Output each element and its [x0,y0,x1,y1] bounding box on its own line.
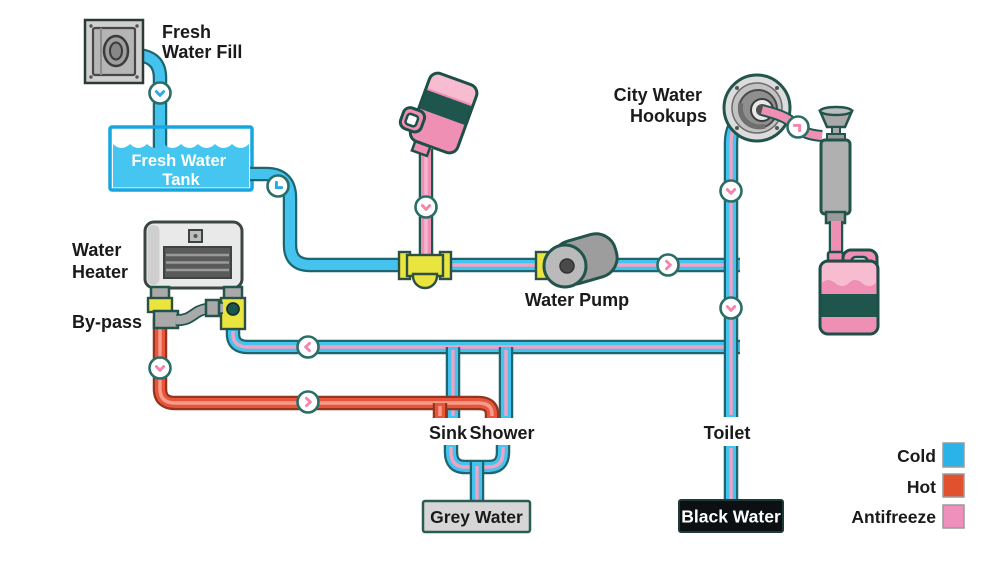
valve-pump-outlet [656,253,680,277]
bypass-valve-knob [226,302,240,316]
bypass-label: By-pass [72,312,142,332]
legend-antifreeze-swatch [942,504,965,529]
valve-city-upper [719,179,743,203]
legend-cold-label: Cold [897,446,936,466]
water-pump [534,232,619,289]
legend-cold-swatch [942,442,965,468]
legend: Cold Hot Antifreeze [851,442,965,529]
valve-fresh-fill [148,81,172,105]
valve-city-hose [786,115,810,139]
tank-water [113,144,249,188]
shower-drain-pipe [477,444,511,475]
valve-cold-return [296,335,320,359]
hot-line [152,318,500,422]
antifreeze-jug-top [398,71,479,158]
legend-hot-swatch [942,473,965,498]
antifreeze-jug-right [818,248,880,336]
sink-drain-pipe [443,444,477,475]
antifreeze-tee-fitting [397,250,453,290]
legend-hot-label: Hot [907,477,936,497]
city-water-inlet [722,73,792,143]
water-pump-label: Water Pump [525,290,629,310]
fresh-water-tank-label: Fresh Water Tank [131,152,230,189]
black-water-box: Black Water [678,499,784,533]
grey-water-box: Grey Water [421,499,532,534]
pump-hub [559,258,575,274]
shower-label: Shower [469,423,534,443]
hand-pump [818,105,854,225]
water-heater [143,220,247,331]
bypass-hose [175,298,224,327]
fresh-water-fill-label: Fresh Water Fill [162,22,242,62]
city-water-hookups-label: City Water Hookups [614,85,707,126]
valve-city-lower [719,296,743,320]
legend-antifreeze-label: Antifreeze [851,507,936,527]
sink-label: Sink [429,423,468,443]
fresh-water-fill-panel [83,18,145,85]
toilet-label: Toilet [704,423,751,443]
tank-border [108,125,254,192]
black-water-label: Black Water [681,507,781,527]
valve-tank-outlet [266,174,290,198]
cold-main-line [250,166,740,273]
cold-return-line [225,326,740,355]
grey-water-label: Grey Water [430,507,523,527]
bypass-tee [152,309,180,330]
water-heater-label: Water Heater [72,240,128,282]
valve-hot-down [148,356,172,380]
valve-antifreeze-feed [414,195,438,219]
valve-hot-line [296,390,320,414]
